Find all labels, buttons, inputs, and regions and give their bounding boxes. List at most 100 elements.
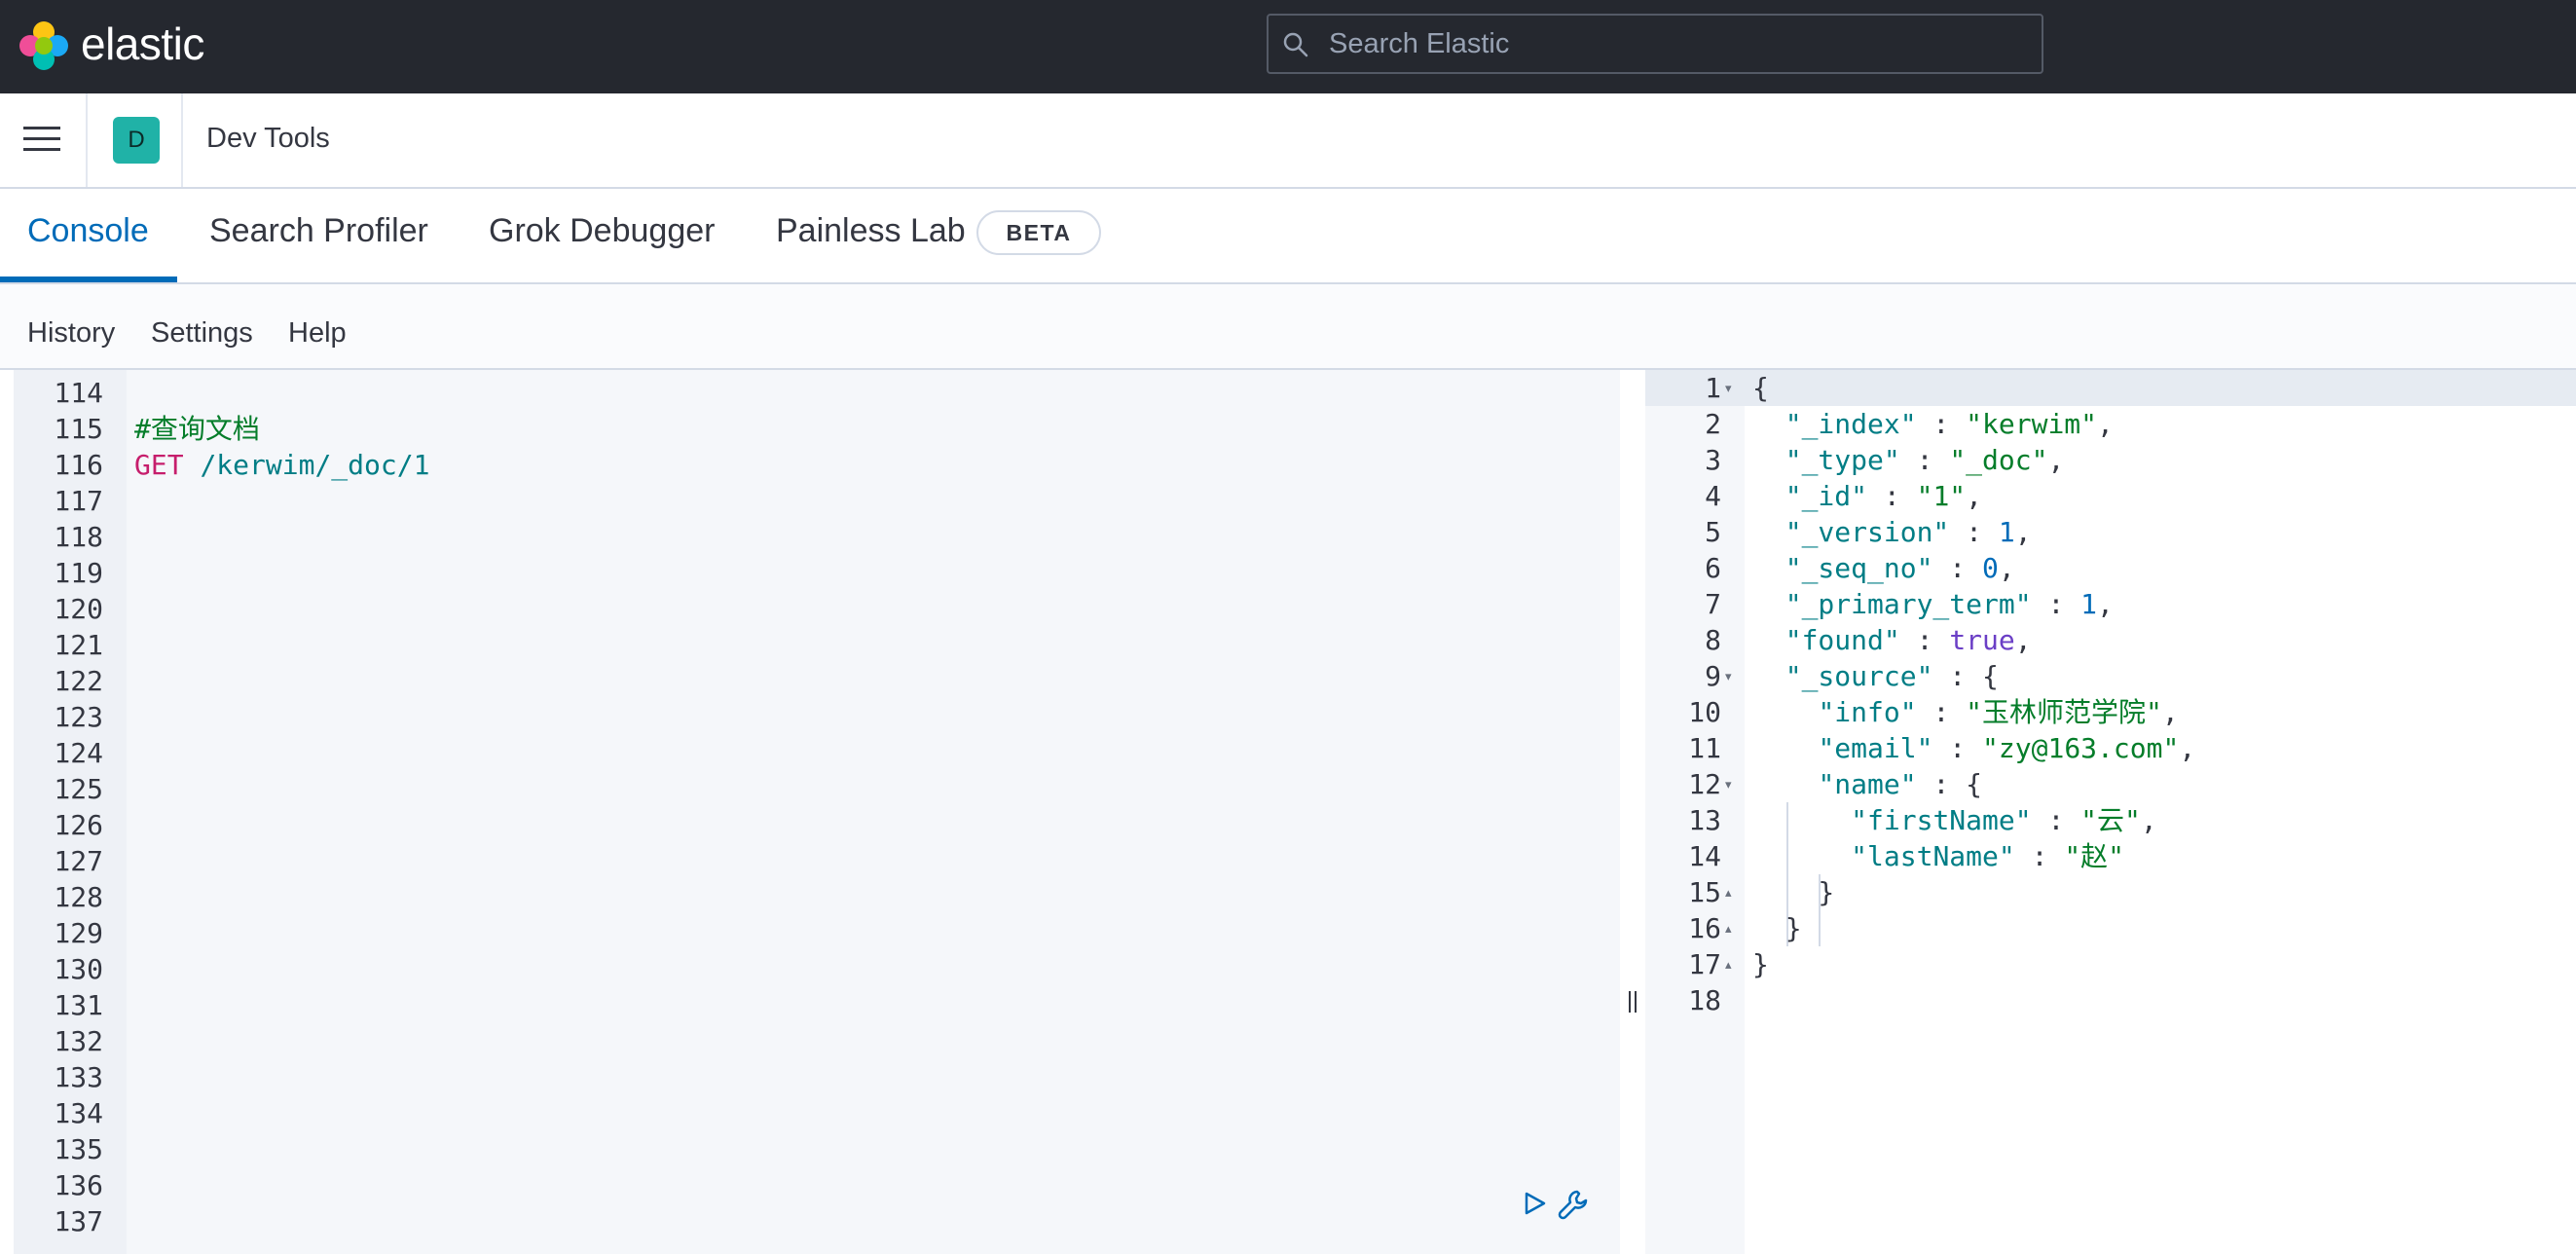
history-link[interactable]: History — [27, 317, 116, 349]
json-token — [1752, 624, 1785, 656]
tab-console[interactable]: Console — [27, 212, 149, 249]
output-line-number: 15 — [1688, 876, 1721, 908]
json-token: : — [1867, 480, 1917, 512]
editor-line-number: 134 — [54, 1097, 103, 1129]
settings-link[interactable]: Settings — [151, 317, 253, 349]
json-token: "_source" — [1785, 660, 1933, 692]
help-link[interactable]: Help — [288, 317, 347, 349]
beta-badge: BETA — [976, 210, 1101, 255]
header-divider — [181, 93, 183, 187]
json-token — [1752, 588, 1785, 620]
output-code-line: } — [1752, 874, 1834, 910]
json-token: "kerwim" — [1966, 408, 2098, 440]
editor-line-number: 129 — [54, 917, 103, 949]
editor-line-number: 118 — [54, 521, 103, 553]
fold-expand-icon[interactable]: ▴ — [1725, 921, 1732, 936]
json-token — [1752, 408, 1785, 440]
json-token — [1752, 480, 1785, 512]
json-token: "firstName" — [1851, 804, 2032, 836]
output-code-line: "found" : true, — [1752, 622, 2032, 658]
output-line-number: 10 — [1688, 696, 1721, 728]
editor-line-number: 115 — [54, 413, 103, 445]
output-line-number: 14 — [1688, 840, 1721, 872]
json-token: "云" — [2080, 804, 2141, 836]
editor-line-number: 117 — [54, 485, 103, 517]
json-token — [1752, 840, 1851, 872]
pane-resizer[interactable] — [1620, 370, 1645, 1254]
output-gutter — [1645, 370, 1745, 1254]
dev-tools-tabs: Console Search Profiler Grok Debugger Pa… — [0, 189, 2576, 284]
fold-collapse-icon[interactable]: ▾ — [1725, 669, 1732, 683]
json-token: 1 — [2080, 588, 2098, 620]
wrench-icon[interactable] — [1556, 1188, 1591, 1223]
json-token: , — [2140, 804, 2157, 836]
output-line-number: 3 — [1705, 444, 1721, 476]
output-code-line: "email" : "zy@163.com", — [1752, 730, 2195, 766]
editor-line-number: 132 — [54, 1025, 103, 1057]
play-icon[interactable] — [1521, 1190, 1548, 1217]
output-code-line: } — [1752, 946, 1769, 982]
request-path: /kerwim/_doc/1 — [200, 449, 430, 481]
json-token: } — [1752, 912, 1802, 944]
output-line-number: 2 — [1705, 408, 1721, 440]
fold-collapse-icon[interactable]: ▾ — [1725, 777, 1732, 792]
json-token: "lastName" — [1851, 840, 2015, 872]
fold-expand-icon[interactable]: ▴ — [1725, 885, 1732, 900]
global-search[interactable] — [1267, 14, 2043, 74]
editor-line-number: 124 — [54, 737, 103, 769]
tab-grok-debugger[interactable]: Grok Debugger — [489, 212, 716, 249]
output-line-number: 11 — [1688, 732, 1721, 764]
json-token — [1752, 516, 1785, 548]
fold-expand-icon[interactable]: ▴ — [1725, 957, 1732, 972]
output-code-line: "info" : "玉林师范学院", — [1752, 694, 2179, 730]
json-token: , — [2161, 696, 2179, 728]
editor-line-number: 126 — [54, 809, 103, 841]
json-token: , — [2047, 444, 2065, 476]
editor-line-number: 131 — [54, 989, 103, 1021]
json-token: { — [1752, 372, 1769, 404]
output-line-number: 12 — [1688, 768, 1721, 800]
json-token: : { — [1932, 660, 1999, 692]
json-token: : — [1932, 552, 1983, 584]
editor-line-number: 114 — [54, 377, 103, 409]
json-token: 1 — [1998, 516, 2015, 548]
app-header: D Dev Tools — [0, 93, 2576, 189]
output-code-line: "_index" : "kerwim", — [1752, 406, 2114, 442]
json-token — [1752, 768, 1818, 800]
json-token: "_primary_term" — [1785, 588, 2032, 620]
resize-handle-icon[interactable] — [1627, 991, 1638, 1013]
editor-line-number: 123 — [54, 701, 103, 733]
json-token: "name" — [1818, 768, 1917, 800]
json-token: } — [1752, 948, 1769, 980]
request-line[interactable]: GET /kerwim/_doc/1 — [134, 447, 429, 483]
header-divider — [86, 93, 88, 187]
json-token: "_type" — [1785, 444, 1900, 476]
output-code-line: "firstName" : "云", — [1752, 802, 2157, 838]
search-input[interactable] — [1329, 16, 2010, 72]
json-token — [1752, 660, 1785, 692]
json-token: "1" — [1916, 480, 1967, 512]
active-tab-indicator — [0, 277, 177, 282]
hamburger-menu-icon[interactable] — [23, 125, 60, 154]
json-token: "found" — [1785, 624, 1900, 656]
json-token: , — [2097, 588, 2114, 620]
fold-collapse-icon[interactable]: ▾ — [1725, 381, 1732, 395]
tab-painless-lab[interactable]: Painless Lab — [776, 212, 966, 249]
editor-line-number: 128 — [54, 881, 103, 913]
json-token: , — [2179, 732, 2196, 764]
output-code-line: "name" : { — [1752, 766, 1982, 802]
output-line-number: 8 — [1705, 624, 1721, 656]
active-line-highlight — [1645, 370, 2576, 406]
elastic-logo[interactable] — [18, 19, 70, 72]
tab-search-profiler[interactable]: Search Profiler — [209, 212, 428, 249]
json-token: "_index" — [1785, 408, 1917, 440]
json-token: "_version" — [1785, 516, 1950, 548]
json-token: : — [1916, 696, 1967, 728]
json-token: : — [1899, 444, 1950, 476]
space-avatar[interactable]: D — [113, 117, 160, 164]
editor-line-number: 121 — [54, 629, 103, 661]
output-line-number: 18 — [1688, 984, 1721, 1016]
json-token: "zy@163.com" — [1982, 732, 2180, 764]
